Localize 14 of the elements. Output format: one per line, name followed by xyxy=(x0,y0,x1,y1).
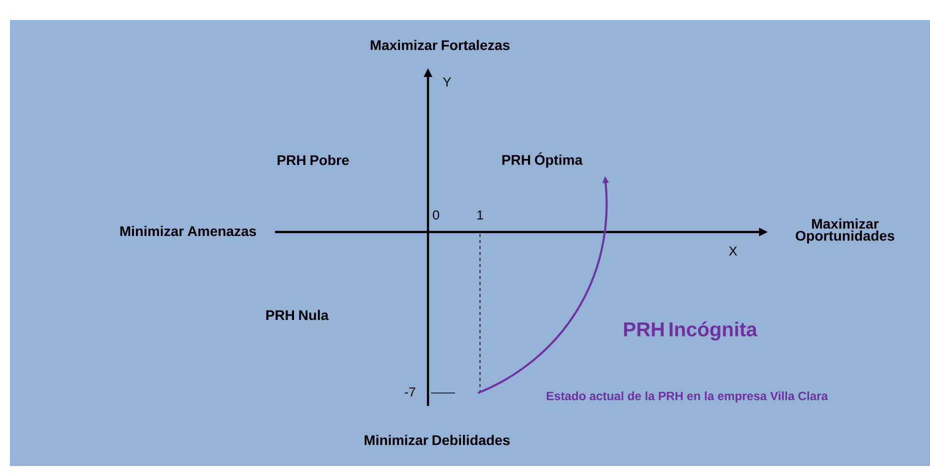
quadrant-label: PRH Óptima xyxy=(502,152,583,168)
axis-label: Maximizar Oportunidades xyxy=(796,218,894,244)
axis-label: Minimizar Amenazas xyxy=(120,226,256,236)
caption-note: Estado actual de la PRH en la empresa Villa Clara xyxy=(546,391,828,403)
tick-label: 1 xyxy=(477,210,483,220)
quadrant-label: PRH Nula xyxy=(266,310,329,320)
axis-label: Maximizar Fortalezas xyxy=(370,40,510,50)
tick-label: 0 xyxy=(432,210,440,220)
axis-label: Minimizar Debilidades xyxy=(364,434,510,446)
tick-label: -7 xyxy=(404,388,416,396)
quadrant-label: PRH Pobre xyxy=(278,154,349,166)
axis-letter: X xyxy=(728,246,738,256)
axis-letter: Y xyxy=(442,78,452,86)
highlight-label: PRH Incógnita xyxy=(624,322,758,340)
